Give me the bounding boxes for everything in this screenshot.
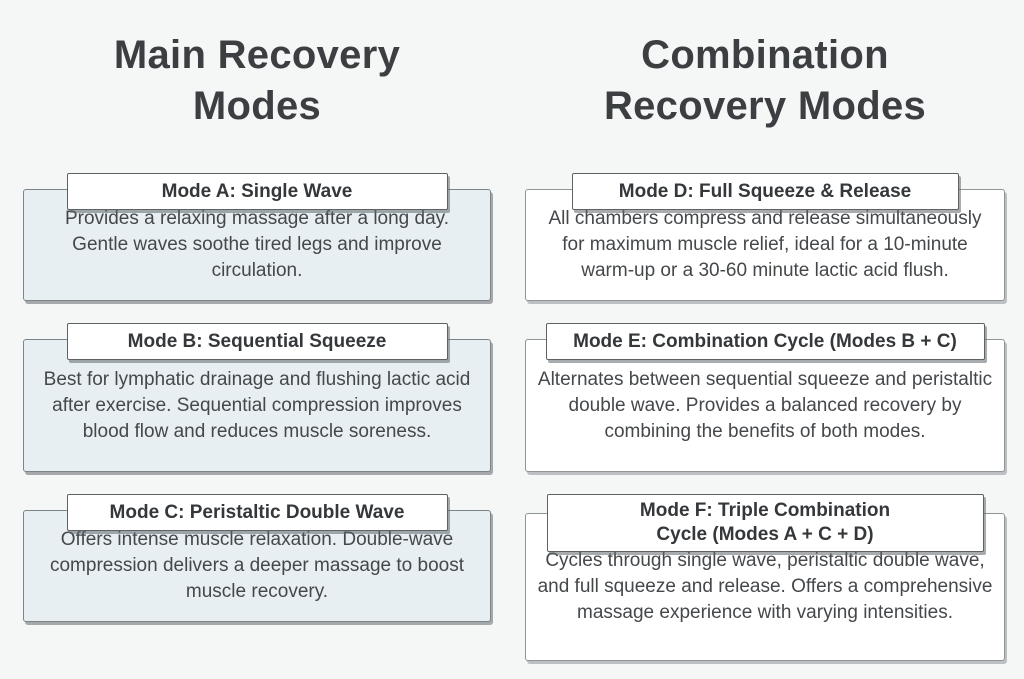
main-recovery-modes-heading: Main Recovery Modes <box>113 33 401 128</box>
card-mode-b: Mode B: Sequential Squeeze Best for lymp… <box>23 323 491 472</box>
mode-b-description: Best for lymphatic drainage and flushing… <box>43 368 471 442</box>
mode-f-description: Cycles through single wave, peristaltic … <box>537 550 993 623</box>
mode-a-title: Mode A: Single Wave <box>66 173 448 210</box>
mode-e-title: Mode E: Combination Cycle (Modes B + C) <box>545 323 985 360</box>
recovery-modes-infographic: Main Recovery Modes Mode A: Single Wave … <box>23 0 1005 661</box>
mode-e-description: Alternates between sequential squeeze an… <box>537 368 993 442</box>
card-mode-d: Mode D: Full Squeeze & Release All chamb… <box>525 173 1005 301</box>
mode-c-title: Mode C: Peristaltic Double Wave <box>66 494 448 531</box>
card-mode-a: Mode A: Single Wave Provides a relaxing … <box>23 173 491 301</box>
mode-b-title: Mode B: Sequential Squeeze <box>66 323 448 360</box>
mode-e-body: Alternates between sequential squeeze an… <box>525 339 1005 472</box>
mode-c-description: Offers intense muscle relaxation. Double… <box>49 529 464 602</box>
card-mode-e: Mode E: Combination Cycle (Modes B + C) … <box>525 323 1005 472</box>
mode-d-description: All chambers compress and release simult… <box>548 208 982 281</box>
card-mode-c: Mode C: Peristaltic Double Wave Offers i… <box>23 494 491 622</box>
combination-recovery-modes-heading: Combination Recovery Modes <box>603 33 927 128</box>
card-mode-f: Mode F: Triple Combination Cycle (Modes … <box>525 494 1005 661</box>
mode-f-title: Mode F: Triple Combination Cycle (Modes … <box>546 494 984 552</box>
column-main-recovery: Main Recovery Modes Mode A: Single Wave … <box>23 0 491 661</box>
mode-a-description: Provides a relaxing massage after a long… <box>64 208 450 281</box>
mode-d-title: Mode D: Full Squeeze & Release <box>571 173 959 210</box>
column-combination-recovery: Combination Recovery Modes Mode D: Full … <box>525 0 1005 661</box>
